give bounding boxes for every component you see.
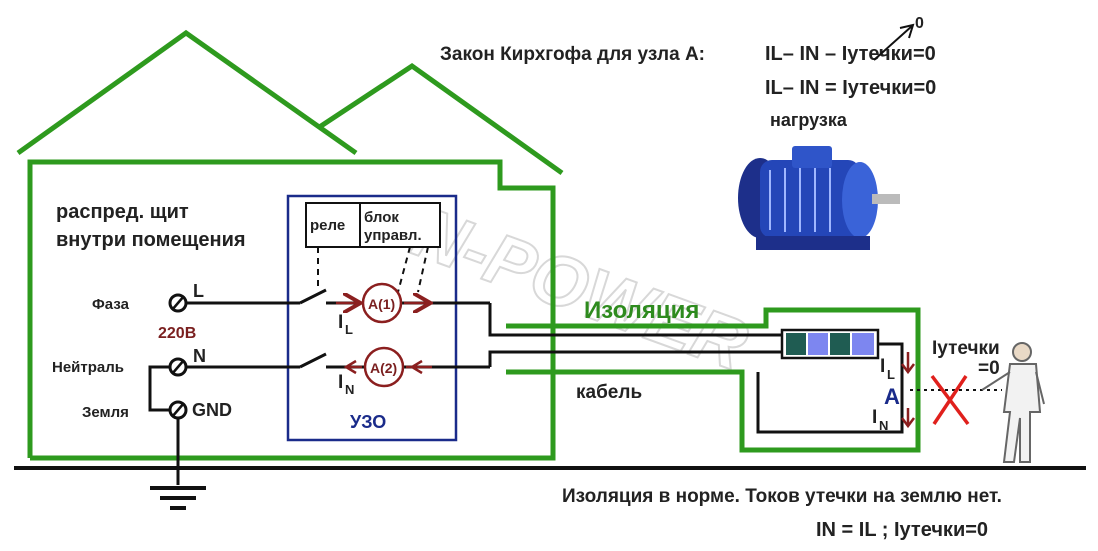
rcd-box bbox=[286, 194, 458, 442]
phase-letter: L bbox=[193, 281, 204, 301]
person-icon bbox=[981, 342, 1045, 463]
zero-arrow bbox=[873, 25, 913, 61]
meter-2-label: A(2) bbox=[370, 360, 397, 376]
ground-label: Земля bbox=[82, 404, 129, 421]
node-il-sub: L bbox=[887, 367, 895, 382]
terminal-ground bbox=[168, 400, 188, 420]
control-label-1: блок bbox=[364, 209, 399, 226]
terminal-phase bbox=[168, 293, 188, 313]
current-n-sub: N bbox=[345, 382, 354, 397]
control-links bbox=[317, 246, 429, 293]
meter-2 bbox=[343, 346, 432, 388]
meter-1 bbox=[336, 282, 428, 324]
load-return-wire bbox=[756, 342, 904, 434]
control-label-2: управл. bbox=[364, 227, 422, 244]
control-block bbox=[359, 202, 441, 248]
kirchhoff-eq1: IL– IN – Iутечки=0 bbox=[765, 43, 936, 65]
kirchhoff-title: Закон Кирхгофа для узла А: bbox=[440, 44, 705, 65]
node-name: A bbox=[884, 384, 900, 409]
load-block bbox=[780, 328, 880, 360]
earth-icon bbox=[150, 486, 206, 510]
footer-formula: IN = IL ; Iутечки=0 bbox=[816, 519, 988, 541]
cable-label: кабель bbox=[576, 382, 642, 403]
relay-block bbox=[305, 202, 361, 248]
insulation-label: Изоляция bbox=[584, 297, 699, 324]
cable-insulation-bottom bbox=[506, 369, 921, 453]
house-wall bbox=[27, 159, 556, 461]
load-label: нагрузка bbox=[770, 110, 848, 130]
leak-value: =0 bbox=[978, 358, 1000, 379]
node-arrow-bottom-head bbox=[901, 417, 915, 429]
footer-summary: Изоляция в норме. Токов утечки на землю … bbox=[562, 486, 1002, 507]
voltage-label: 220В bbox=[158, 325, 196, 342]
ground-letter: GND bbox=[192, 400, 232, 420]
meter-1-label: A(1) bbox=[368, 296, 395, 312]
zero-mark: 0 bbox=[915, 15, 924, 32]
cable-insulation-top bbox=[506, 307, 921, 430]
panel-label-line2: внутри помещения bbox=[56, 229, 246, 251]
ground-wire bbox=[148, 365, 180, 485]
relay-label: реле bbox=[310, 217, 345, 234]
current-l-sub: L bbox=[345, 322, 353, 337]
node-in-sub: N bbox=[879, 418, 888, 433]
current-n-label: I bbox=[338, 372, 343, 393]
terminal-neutral bbox=[168, 357, 188, 377]
zero-arrow-head bbox=[899, 23, 915, 39]
house-roof bbox=[16, 29, 564, 176]
neutral-label: Нейтраль bbox=[52, 359, 124, 376]
node-in: I bbox=[872, 407, 877, 428]
node-arrow-top-head bbox=[901, 363, 915, 375]
panel-label-line1: распред. щит bbox=[56, 201, 189, 223]
leak-label: Iутечки bbox=[932, 338, 1000, 359]
motor-icon bbox=[738, 146, 900, 250]
kirchhoff-eq2: IL– IN = Iутечки=0 bbox=[765, 77, 936, 99]
current-l-label: I bbox=[338, 312, 343, 333]
neutral-letter: N bbox=[193, 346, 206, 366]
rcd-name: УЗО bbox=[350, 412, 386, 432]
node-il: I bbox=[880, 356, 885, 377]
phase-label: Фаза bbox=[92, 296, 130, 313]
leak-blocked-icon bbox=[930, 374, 970, 426]
